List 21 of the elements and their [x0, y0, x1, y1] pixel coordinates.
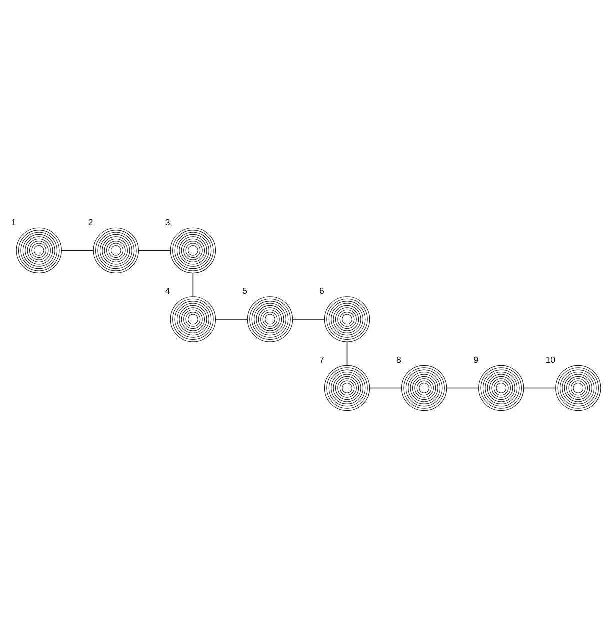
- node-label: 8: [396, 354, 402, 364]
- connector: [446, 387, 479, 388]
- node-label: 6: [320, 286, 324, 296]
- connector: [292, 318, 325, 320]
- connector: [138, 250, 171, 251]
- node-label: 7: [320, 354, 324, 364]
- node-label: 2: [88, 216, 94, 227]
- connector: [61, 250, 94, 251]
- node-label: 3: [165, 216, 170, 227]
- node-label: 10: [546, 354, 556, 364]
- node-label: 5: [242, 286, 248, 296]
- connector: [192, 272, 194, 297]
- node-circle: [401, 364, 448, 411]
- connector: [524, 387, 556, 388]
- connector: [215, 318, 248, 320]
- node-circle: [324, 364, 370, 411]
- connector: [346, 341, 348, 366]
- node-label: 1: [11, 216, 16, 227]
- connector: [369, 387, 402, 388]
- node-label: 4: [165, 286, 170, 296]
- node-label: 9: [474, 354, 478, 364]
